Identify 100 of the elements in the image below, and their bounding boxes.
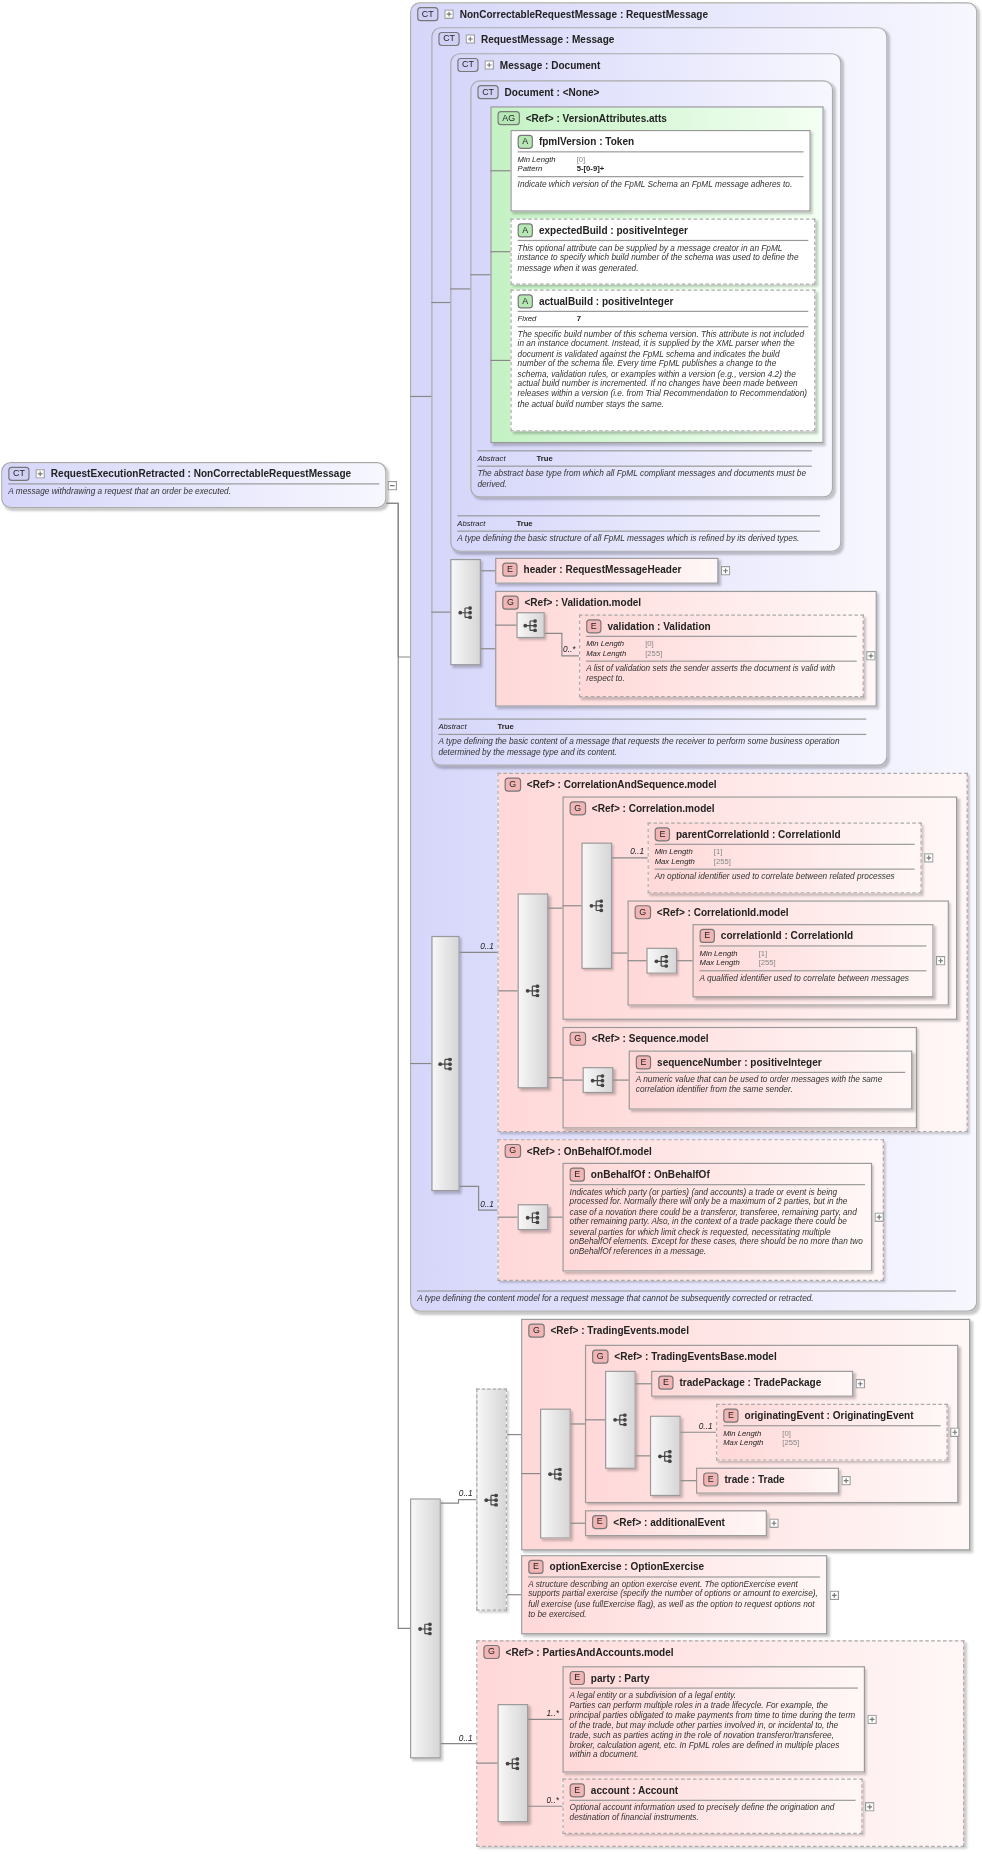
description-text: A message withdrawing a request that an order be executed. bbox=[8, 486, 232, 497]
description-text: An optional identifier used to correlate between related processes bbox=[654, 872, 896, 883]
element-box bbox=[647, 822, 922, 894]
element-box bbox=[521, 1555, 828, 1635]
element-box bbox=[651, 1370, 854, 1397]
connector-line bbox=[409, 1062, 432, 1065]
node-title: correlationId : CorrelationId bbox=[720, 930, 854, 942]
node-title: fpmlVersion : Token bbox=[538, 135, 635, 148]
node-title: <Ref> : VersionAttributes.atts bbox=[525, 112, 667, 125]
node-title: tradePackage : TradePackage bbox=[679, 1376, 822, 1389]
node-title: header : RequestMessageHeader bbox=[523, 563, 682, 576]
element-box bbox=[692, 924, 934, 998]
type-badge: E bbox=[635, 1055, 652, 1070]
group-box bbox=[627, 900, 949, 1006]
attribute-box bbox=[510, 289, 816, 432]
type-badge: G bbox=[569, 1031, 586, 1046]
connector-line bbox=[547, 1077, 564, 1079]
type-badge: A bbox=[517, 294, 533, 309]
connector-line bbox=[409, 395, 432, 398]
type-badge: A bbox=[517, 223, 533, 238]
description-text: The abstract base type from which all FpML compliant messages and documents must be derived. bbox=[477, 469, 807, 490]
edge-label: 0..1 bbox=[457, 1488, 473, 1499]
connector-line bbox=[680, 1431, 717, 1433]
element-box bbox=[562, 1666, 865, 1773]
connector-line bbox=[506, 1594, 522, 1596]
connector-line bbox=[527, 1805, 564, 1807]
connector-line bbox=[680, 1480, 697, 1482]
element-box bbox=[696, 1467, 839, 1494]
node-title: <Ref> : Validation.model bbox=[524, 596, 642, 609]
sequence-compositor bbox=[540, 1408, 571, 1539]
type-badge: CT bbox=[457, 57, 479, 73]
connector-line bbox=[520, 1473, 541, 1475]
sequence-compositor bbox=[517, 1204, 549, 1231]
type-badge: G bbox=[592, 1349, 609, 1364]
type-badge: E bbox=[723, 1408, 739, 1423]
type-box bbox=[450, 53, 842, 552]
node-title: sequenceNumber : positiveInteger bbox=[657, 1056, 822, 1069]
connector-line bbox=[612, 1079, 630, 1081]
node-title: onBehalfOf : OnBehalfOf bbox=[590, 1168, 710, 1181]
connector-line bbox=[547, 1216, 564, 1218]
element-box bbox=[579, 614, 864, 698]
node-title: <Ref> : TradingEvents.model bbox=[550, 1324, 689, 1337]
connector-line bbox=[611, 857, 649, 859]
type-badge: E bbox=[703, 1472, 719, 1487]
element-box bbox=[562, 1162, 873, 1272]
group-box bbox=[476, 1640, 965, 1847]
attribute-group-box bbox=[490, 106, 824, 444]
connector-line bbox=[635, 1455, 651, 1457]
type-box bbox=[410, 2, 978, 1312]
description-text: A structure describing an option exercise event. The optionExercise event supports partial exercise (specify the number of options or amount to exercise), full exercise (use fullExercise flag), as well as the option to request options not to be exercised. bbox=[528, 1579, 819, 1620]
type-badge: E bbox=[569, 1783, 585, 1798]
sequence-compositor bbox=[450, 558, 481, 666]
type-badge: E bbox=[569, 1167, 585, 1182]
sequence-compositor bbox=[605, 1370, 636, 1469]
node-title: <Ref> : CorrelationId.model bbox=[656, 906, 789, 919]
element-box bbox=[584, 1510, 767, 1537]
type-badge: E bbox=[654, 827, 671, 842]
node-title: <Ref> : additionalEvent bbox=[613, 1516, 725, 1528]
attribute-box bbox=[510, 130, 811, 212]
connector-line bbox=[449, 288, 471, 290]
connector-line bbox=[547, 907, 564, 909]
connector-line bbox=[611, 952, 629, 954]
node-title: Message : Document bbox=[499, 59, 601, 71]
connector-line bbox=[459, 1185, 499, 1211]
type-badge: A bbox=[517, 134, 533, 149]
description-text: Indicates which party (or parties) (and accounts) a trade or event is being processed for. Normally there will only be a maximum of 2 parties, but in the case of a novation there could be a transferor, transferee, remaining party, and other remaining party. Also, in the context of a trade package there could be several parties for which limit check is requested, necessitating multiple onBehalfOf elements. Except for these cases, there should be no more than two onBehalfOf references in a message. bbox=[569, 1187, 864, 1258]
type-badge: AG bbox=[497, 111, 520, 126]
description-text: The specific build number of this schema version. This attribute is not included in an instance document. Instead, it is supplied by the XML parser when the document is validated against the FpML schema and indicates the build number of the schema file. Every time FpML publishes a change to the schema, validation rules, or examples within a version (e.g., version 4.2) the actual build number is incremented. If no changes have been made between releases within a version (i.e. from Trial Recommendation to Recommendation) the actual build number stays the same. bbox=[517, 329, 809, 410]
sequence-compositor bbox=[431, 935, 460, 1192]
type-box bbox=[470, 80, 834, 498]
connector-line bbox=[584, 1419, 606, 1421]
connector-line bbox=[635, 1383, 652, 1385]
edge-label: 0..1 bbox=[697, 1421, 713, 1432]
sequence-compositor bbox=[476, 1388, 507, 1611]
type-badge: E bbox=[502, 562, 518, 577]
group-box bbox=[495, 590, 877, 707]
description-text: A type defining the basic content of a message that requests the receiver to perform some business operation determined by the message type and its content. bbox=[438, 737, 841, 758]
node-title: actualBuild : positiveInteger bbox=[538, 295, 674, 308]
connector-line bbox=[489, 251, 512, 253]
description-text: This optional attribute can be supplied by a message creator in an FpML instance to specify which build number of the schema was used to define the message when it was generated. bbox=[517, 243, 800, 274]
sequence-compositor bbox=[646, 947, 678, 974]
type-badge: G bbox=[483, 1644, 500, 1660]
description-text: Optional account information used to precisely define the origination and destination of financial instruments. bbox=[569, 1803, 836, 1824]
edge-label: 0..* bbox=[545, 1795, 559, 1806]
connector-line bbox=[496, 1216, 519, 1218]
description-text: A list of validation sets the sender asserts the document is valid with respect to. bbox=[586, 664, 836, 684]
attribute-box bbox=[510, 218, 816, 285]
connector-line bbox=[469, 274, 491, 276]
node-title: <Ref> : OnBehalfOf.model bbox=[526, 1145, 652, 1157]
type-badge: E bbox=[528, 1559, 544, 1575]
connector-line bbox=[385, 502, 411, 1629]
type-badge: E bbox=[699, 928, 715, 943]
type-badge: E bbox=[569, 1670, 585, 1686]
sequence-compositor bbox=[497, 1704, 529, 1823]
type-badge: G bbox=[569, 801, 586, 816]
description-text: Indicate which version of the FpML Schema an FpML message adheres to. bbox=[517, 179, 794, 190]
sequence-compositor bbox=[582, 1067, 614, 1094]
type-badge: G bbox=[504, 1143, 521, 1159]
node-title: <Ref> : CorrelationAndSequence.model bbox=[526, 778, 717, 791]
connector-line bbox=[527, 1718, 564, 1720]
